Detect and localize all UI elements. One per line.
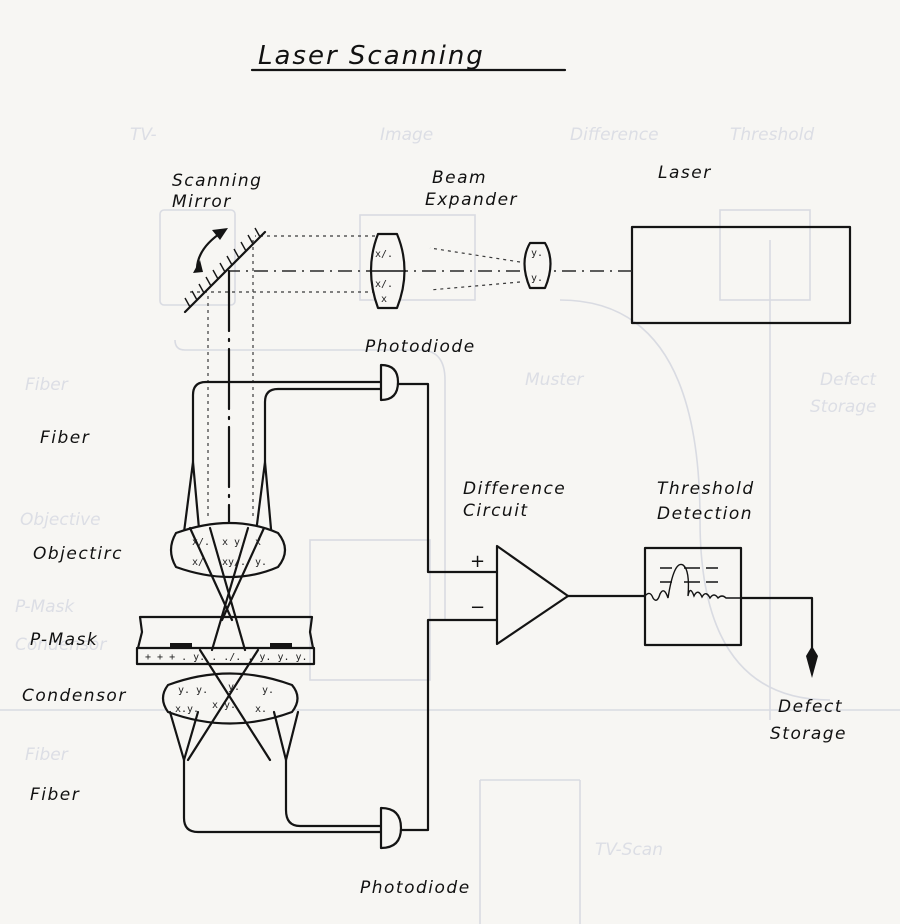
svg-text:Muster: Muster — [525, 370, 584, 390]
svg-text:TV-Scan: TV-Scan — [595, 840, 663, 860]
svg-text:y.: y. — [531, 248, 543, 259]
beam-expander-small-lens: y. y. — [523, 241, 552, 290]
svg-text:Objective: Objective — [20, 510, 101, 530]
svg-text:x/.: x/. — [375, 279, 393, 290]
mirror-rotation-arrow-icon — [193, 228, 228, 273]
arrow-down-icon — [806, 646, 818, 678]
objective-lens: x/. x y. x x/. xy/. y. — [169, 521, 287, 652]
svg-text:x y.: x y. — [212, 700, 236, 711]
label-difference: Difference — [463, 479, 566, 499]
label-defect: Defect — [778, 697, 843, 717]
title-group: Laser Scanning — [250, 41, 567, 72]
svg-text:xy/.: xy/. — [222, 557, 246, 568]
label-beam: Beam — [432, 168, 487, 188]
svg-text:Image: Image — [380, 125, 433, 145]
svg-text:Fiber: Fiber — [25, 745, 69, 765]
label-fiber-top: Fiber — [40, 428, 90, 448]
svg-text:x: x — [255, 537, 261, 548]
svg-text:TV-: TV- — [130, 125, 157, 145]
label-minus: − — [470, 597, 487, 618]
bleed-through-ghost: Muster Defect Storage Objective P-Mask C… — [0, 125, 900, 924]
laser-beam — [190, 235, 632, 293]
label-mirror: Mirror — [172, 192, 232, 212]
bottom-fiber-bundle — [168, 710, 383, 834]
label-detection: Detection — [657, 504, 753, 524]
svg-text:+ + + . y. . ./. . y. y. y.: + + + . y. . ./. . y. y. y. — [145, 652, 308, 663]
label-p-mask: P-Mask — [30, 630, 98, 650]
label-photodiode-bottom: Photodiode — [360, 878, 471, 898]
svg-text:Fiber: Fiber — [25, 375, 69, 395]
difference-amplifier-icon — [495, 544, 570, 646]
label-objective: Objectirc — [33, 544, 123, 564]
label-fiber-bottom: Fiber — [30, 785, 80, 805]
svg-text:x y.: x y. — [222, 537, 246, 548]
svg-text:Condensor: Condensor — [15, 635, 107, 655]
threshold-detection-box — [643, 546, 743, 647]
svg-text:y.: y. — [228, 682, 240, 693]
svg-text:x/.: x/. — [192, 537, 210, 548]
beam-expander-large-lens: x/. x/. x — [369, 232, 406, 310]
label-laser: Laser — [658, 163, 712, 183]
scanning-mirror — [183, 227, 267, 314]
condensor-lens: y. y. y. y. x.y. x y. x. — [161, 648, 299, 762]
label-condensor: Condensor — [22, 686, 127, 706]
svg-text:Threshold: Threshold — [730, 125, 814, 145]
svg-text:P-Mask: P-Mask — [15, 597, 75, 617]
laser-box — [630, 225, 852, 325]
label-storage: Storage — [770, 724, 847, 744]
label-threshold: Threshold — [657, 479, 755, 499]
svg-text:y.: y. — [262, 685, 274, 696]
defect-storage-output — [739, 596, 818, 678]
label-circuit: Circuit — [463, 501, 529, 521]
svg-text:y.: y. — [255, 557, 267, 568]
diagram-title: Laser Scanning — [258, 41, 485, 71]
photodiode-bottom-icon — [379, 618, 499, 850]
svg-text:Difference: Difference — [570, 125, 659, 145]
p-mask-plate: + + + . y. . ./. . y. y. y. — [135, 615, 316, 666]
label-plus: + — [470, 551, 487, 572]
svg-text:y.: y. — [531, 273, 543, 284]
svg-text:x.: x. — [255, 704, 267, 715]
svg-text:Defect: Defect — [820, 370, 877, 390]
label-scanning: Scanning — [172, 171, 262, 191]
svg-text:x.y.: x.y. — [175, 704, 199, 715]
photodiode-top-icon — [379, 363, 499, 574]
scan-beams — [207, 240, 254, 547]
label-photodiode-top: Photodiode — [365, 337, 476, 357]
svg-text:Storage: Storage — [810, 397, 877, 417]
svg-text:x/.: x/. — [192, 557, 210, 568]
top-fiber-bundle — [181, 380, 383, 542]
svg-text:x/.: x/. — [375, 249, 393, 260]
label-expander: Expander — [425, 190, 518, 210]
svg-text:x: x — [381, 294, 387, 305]
svg-text:y. y.: y. y. — [178, 685, 208, 696]
